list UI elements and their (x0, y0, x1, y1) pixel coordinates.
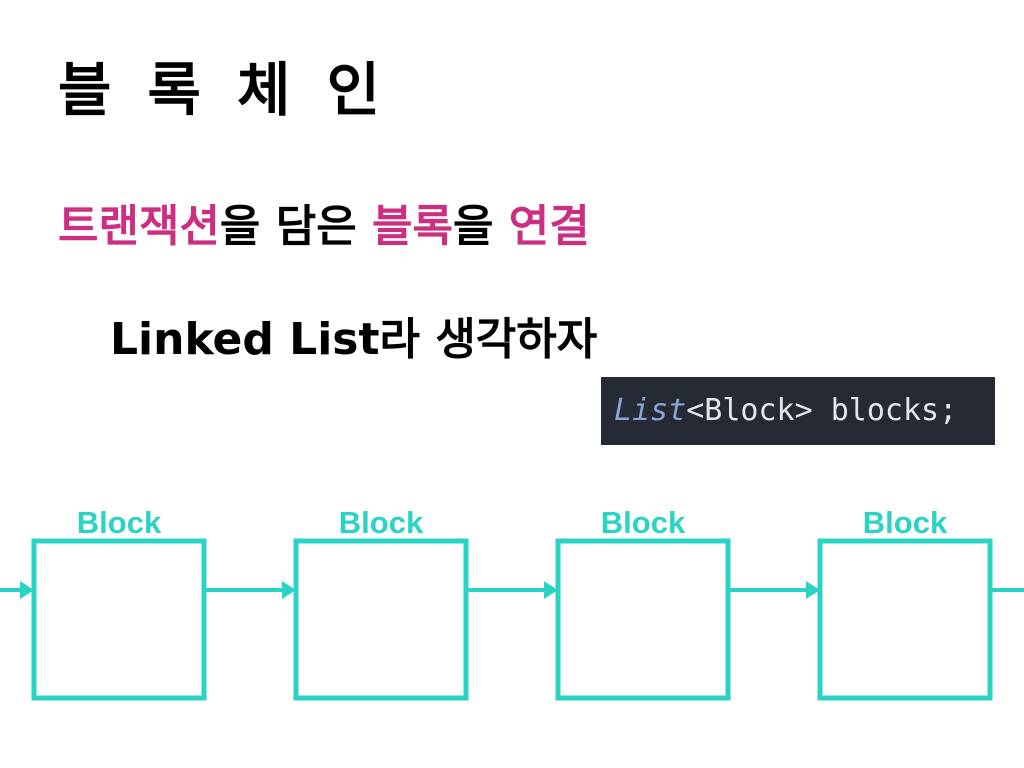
block-box (555, 538, 731, 701)
code-snippet: List<Block> blocks; (601, 377, 995, 445)
slide-subtitle: 트랜잭션을 담은 블록을 연결 (58, 194, 590, 260)
subtitle-keyword-connect: 연결 (508, 201, 590, 252)
subtitle-keyword-block: 블록 (372, 201, 453, 252)
arrow-link-head (806, 581, 820, 599)
block-label: Block (339, 505, 424, 540)
arrow-link-head (282, 581, 296, 599)
block-label: Block (601, 505, 686, 540)
block-label: Block (863, 505, 948, 540)
code-rest: <Block> blocks; (686, 393, 958, 428)
block-label: Block (77, 505, 162, 540)
linked-list-note: Linked List라 생각하자 (110, 314, 598, 365)
slide-title: 블 록 체 인 (58, 56, 389, 124)
subtitle-text-1: 을 담은 (219, 201, 372, 252)
code-type-name: List (614, 393, 687, 428)
block-box (817, 538, 993, 701)
subtitle-keyword-transaction: 트랜잭션 (58, 201, 220, 252)
arrow-in-head (20, 581, 34, 599)
block-box (31, 538, 207, 701)
block-box (293, 538, 469, 701)
subtitle-text-2: 을 (452, 201, 509, 252)
arrow-link-head (544, 581, 558, 599)
